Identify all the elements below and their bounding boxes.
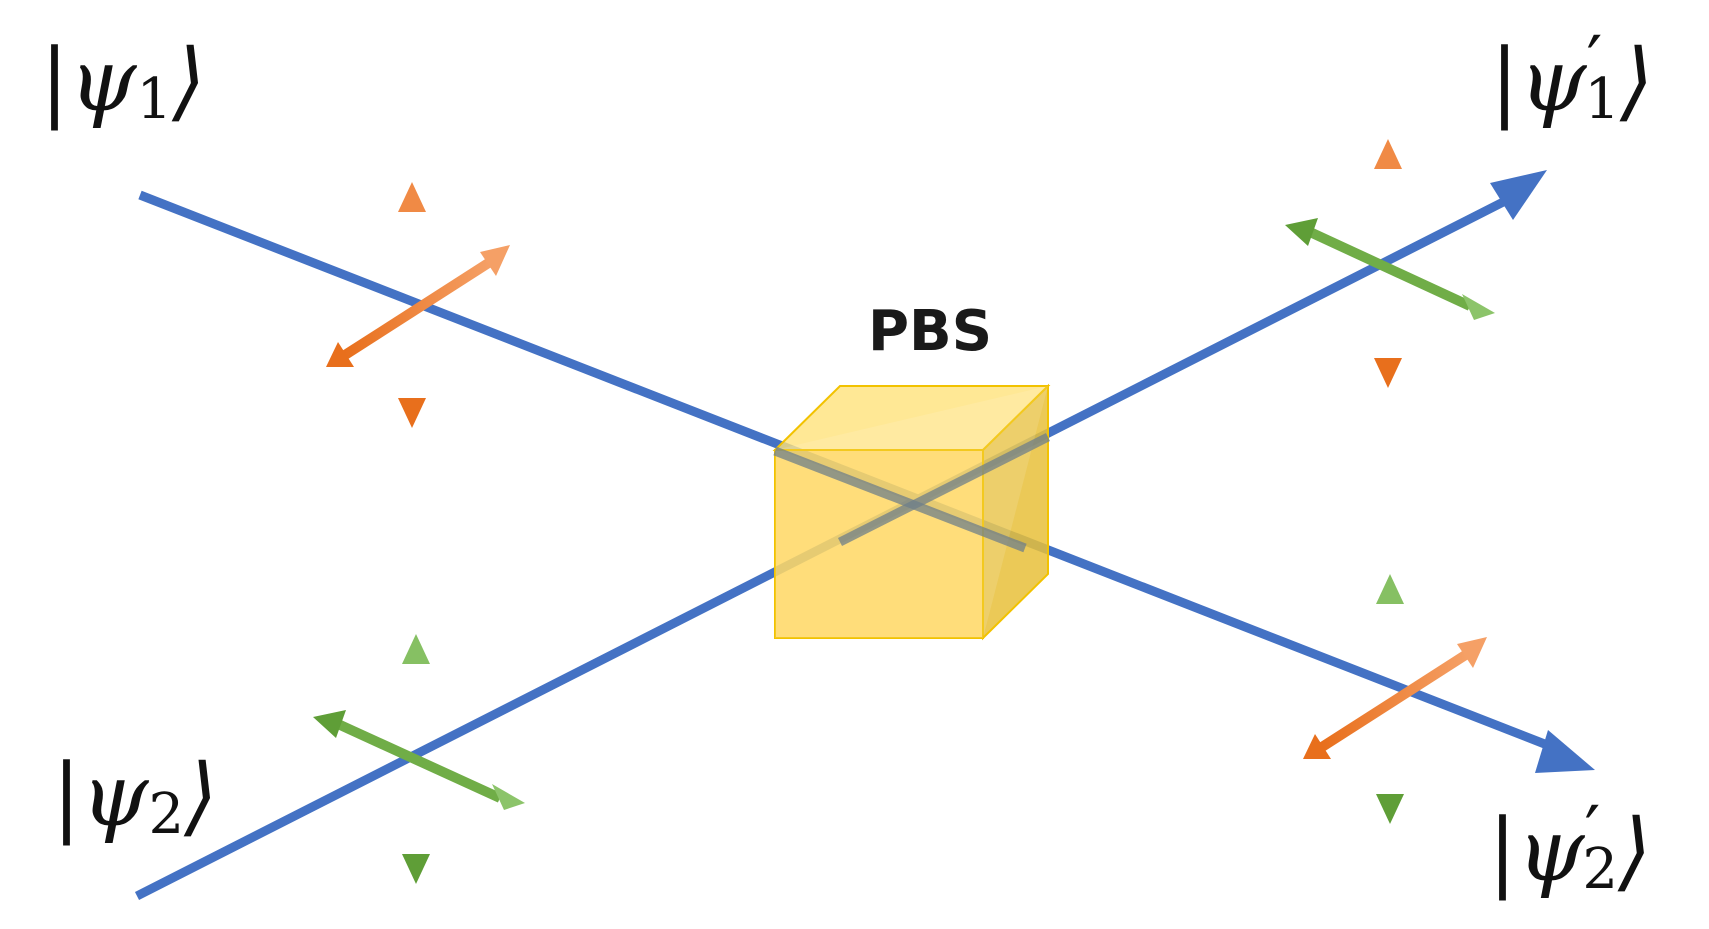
polarization-psi2-in [313,634,525,884]
ket-subscript: 1 [136,67,172,132]
polarization-psi2-out [1303,574,1487,824]
ket-psi1-in: |ψ1⟩ [40,31,206,132]
arrowhead [313,710,346,738]
ket-psi: ψ [69,31,138,131]
ket-subscript: 2 [1582,837,1618,902]
arrowhead [480,245,510,276]
ket-close: ⟩ [171,31,206,131]
arrowhead [326,342,354,367]
ket-bar: | [52,746,81,846]
polarization-psi1-in [326,182,510,428]
ket-psi: ψ [1517,801,1586,901]
ket-psi1-out: |ψ′1⟩ [1490,21,1654,132]
ket-subscript: 2 [148,782,184,847]
pbs-label: PBS [868,299,992,364]
cube-beam-through-1 [773,446,1027,553]
ket-psi2-out: |ψ′2⟩ [1488,791,1652,902]
polarization-psi1-out [1285,139,1495,388]
ket-subscript: 1 [1584,67,1620,132]
arrowhead [1376,794,1404,824]
arrowhead [1374,358,1402,388]
pbs-cube [772,383,1051,641]
arrowhead [402,854,430,884]
arrowhead [1457,637,1487,668]
ket-close: ⟩ [1619,31,1654,131]
arrowhead [492,784,525,810]
ket-prime: ′ [1584,791,1600,873]
arrowhead [402,634,430,664]
arrowhead [1462,294,1495,320]
beam-psi2-out-arrowhead [1535,730,1595,773]
arrowhead [398,398,426,428]
ket-bar: | [1490,31,1519,131]
ket-bar: | [1488,801,1517,901]
cube-beam-through-2 [837,432,1051,547]
arrowhead [1376,574,1404,604]
cube-diagonal-plane [775,386,1048,638]
ket-psi: ψ [81,746,150,846]
ket-psi2-in: |ψ2⟩ [52,746,218,847]
ket-close: ⟩ [183,746,218,846]
ket-bar: | [40,31,69,131]
arrowhead [1303,734,1331,759]
arrowhead [1285,218,1318,246]
ket-psi: ψ [1519,31,1588,131]
arrowhead [1374,139,1402,169]
beam-psi1-out-arrowhead [1490,170,1547,220]
ket-close: ⟩ [1617,801,1652,901]
ket-prime: ′ [1586,21,1602,103]
arrowhead [398,182,426,212]
